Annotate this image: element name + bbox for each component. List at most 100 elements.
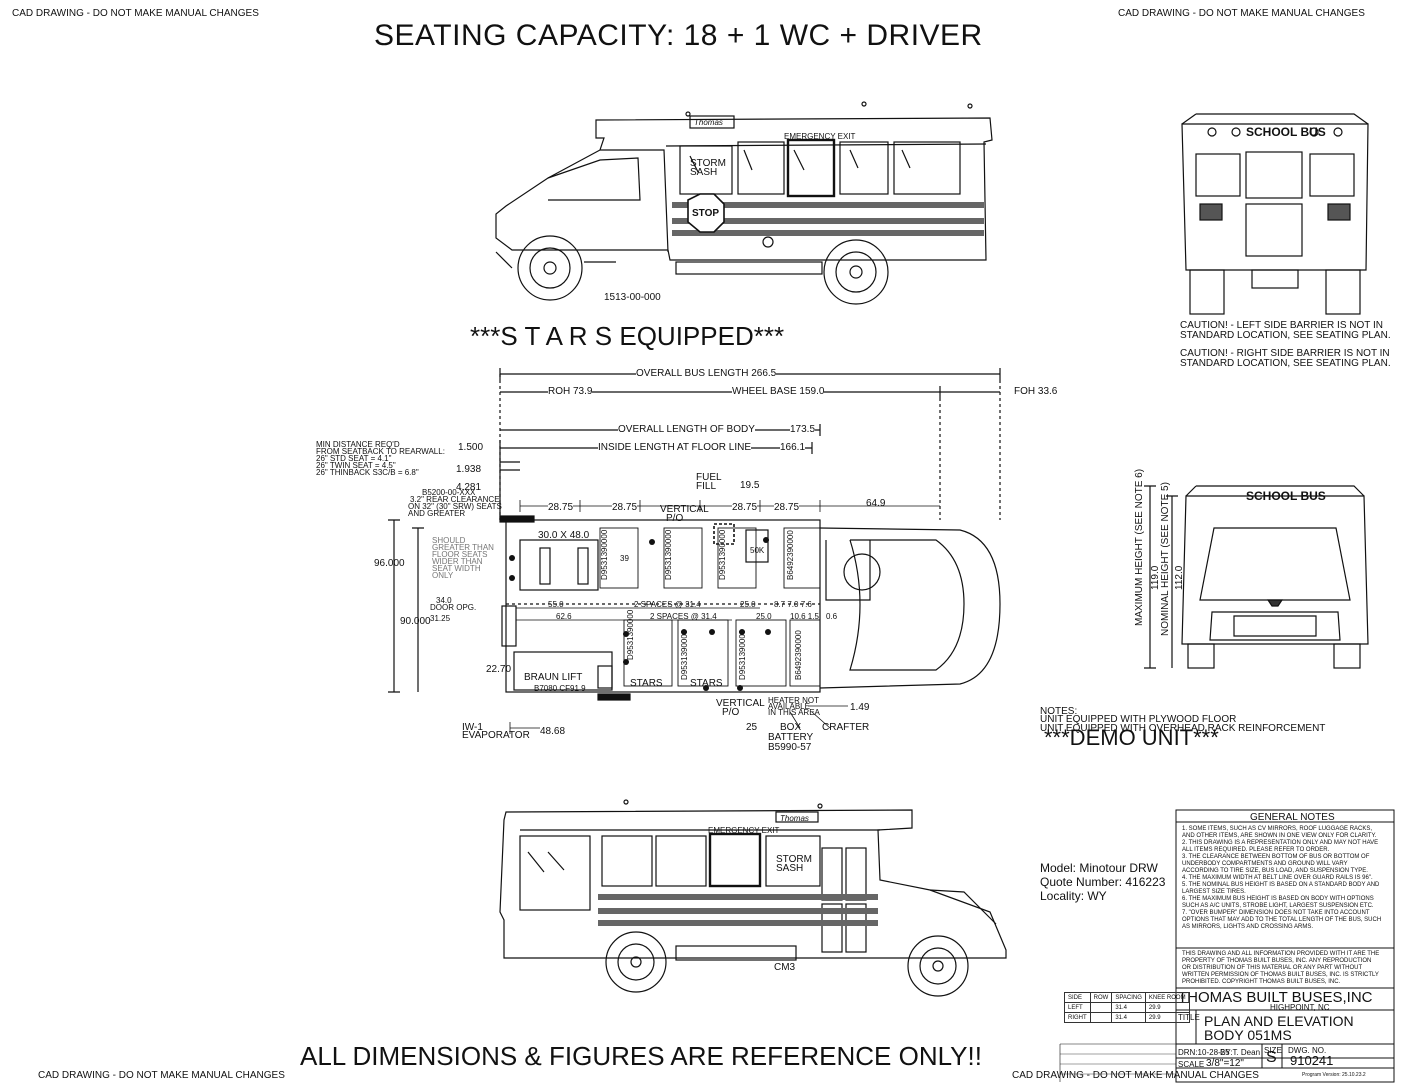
table-header: ROW [1089, 992, 1113, 1003]
should-note-3: FLOOR SEATS [432, 550, 488, 559]
program-version: Program Version: 25.10.23.2 [1302, 1072, 1366, 1078]
box-label: BOX [780, 722, 802, 733]
seat-code-1: D9531390000 [600, 529, 609, 580]
nominal-height-label: NOMINAL HEIGHT (SEE NOTE 5) [1160, 482, 1171, 636]
general-note-3: 3. THE CLEARANCE BETWEEN BOTTOM OF BUS O… [1182, 854, 1370, 874]
stars-label-b: STARS [690, 678, 723, 689]
should-note-6: ONLY [432, 571, 454, 580]
seat-code-7: D9531390000 [626, 609, 635, 660]
dim-25: 25 [746, 722, 758, 733]
seat-code-8: B6492390000 [794, 630, 803, 680]
table-header: SIDE [1064, 992, 1091, 1003]
side-view-bottom [499, 799, 1007, 997]
company-city: HIGHPOINT, NC [1270, 1003, 1330, 1012]
door-opening-label: DOOR OPG. [430, 603, 477, 612]
drawn-by: BY:T. Dean [1220, 1048, 1261, 1057]
table-header: SPACING [1111, 992, 1146, 1003]
locality: Locality: WY [1040, 889, 1107, 903]
seat-code-2: D9531390000 [664, 529, 673, 580]
vertical-po-top-2: P/O [666, 513, 684, 524]
evaporator-label: EVAPORATOR [462, 730, 530, 741]
cad-warning-bottom-left: CAD DRAWING - DO NOT MAKE MANUAL CHANGES [38, 1070, 285, 1081]
inside-length-value: 166.1 [780, 442, 806, 453]
table-cell: RIGHT [1064, 1012, 1091, 1023]
caution-right-2: STANDARD LOCATION, SEE SEATING PLAN. [1180, 358, 1391, 369]
storm-sash-label-1: STORM [690, 158, 726, 169]
min-distance-5: 26" THINBACK S3C/B = 6.8" [316, 468, 419, 477]
front-view [1144, 485, 1369, 669]
stars-equipped-banner: ***S T A R S EQUIPPED*** [470, 321, 785, 351]
front-school-bus-label: SCHOOL BUS [1246, 489, 1326, 503]
seat-code-5: D9531390000 [680, 629, 689, 680]
caution-right-1: CAUTION! - RIGHT SIDE BARRIER IS NOT IN [1180, 348, 1390, 359]
braun-lift-label: BRAUN LIFT [524, 672, 583, 683]
dim-30x48: 30.0 X 48.0 [538, 530, 590, 541]
general-note-5: 5. THE NOMINAL BUS HEIGHT IS BASED ON A … [1182, 882, 1380, 895]
storm-sash-bottom-1: STORM [776, 854, 812, 865]
table-cell [1089, 1002, 1113, 1013]
dim-250-a: 25.0 [740, 600, 756, 609]
part-number: 1513-00-000 [604, 292, 661, 303]
min-distance-4: 26" TWIN SEAT = 4.5" [316, 461, 396, 470]
seating-capacity-title: SEATING CAPACITY: 18 + 1 WC + DRIVER [374, 19, 983, 52]
seat-spacing-table: SIDE ROW SPACING KNEE ROOM LEFT 31.4 29.… [1064, 992, 1190, 1023]
table-header: KNEE ROOM [1144, 992, 1190, 1003]
table-cell: LEFT [1064, 1002, 1091, 1013]
stars-label-a: STARS [630, 678, 663, 689]
model-name: Model: Minotour DRW [1040, 861, 1158, 875]
brand-label-bottom: Thomas [780, 814, 809, 823]
battery-50k: 50K [750, 546, 765, 555]
battery-code: B5990-57 [768, 742, 812, 753]
seat-width-39: 39 [620, 554, 629, 563]
overall-body-length: OVERALL LENGTH OF BODY [618, 424, 755, 435]
title-line-2: BODY 051MS [1204, 1027, 1292, 1043]
storm-sash-bottom-2: SASH [776, 863, 804, 874]
company-name: THOMAS BUILT BUSES,INC [1178, 989, 1373, 1006]
dim-2270: 22.70 [486, 664, 512, 675]
min-distance-2: FROM SEATBACK TO REARWALL: [316, 447, 445, 456]
drawn-date: DRN:10-28-25 [1178, 1048, 1230, 1057]
cm3-label: CM3 [774, 962, 796, 973]
b5200-3: ON 32" (30" SRW) SEATS [408, 502, 502, 511]
property-notice: THIS DRAWING AND ALL INFORMATION PROVIDE… [1182, 951, 1380, 985]
dim-06: 0.6 [826, 612, 838, 621]
overall-bus-length: OVERALL BUS LENGTH 266.5 [636, 368, 777, 379]
dim-1068: 10.6 1.5 [790, 612, 819, 621]
size-value: S [1266, 1049, 1277, 1066]
cad-warning-bottom-right: CAD DRAWING - DO NOT MAKE MANUAL CHANGES [1012, 1070, 1259, 1081]
fuel-fill-2: FILL [696, 481, 717, 492]
seat-code-3: D9531390000 [718, 529, 727, 580]
heater-note-3: IN THIS AREA [768, 708, 820, 717]
dim-4868: 48.68 [540, 726, 566, 737]
max-height-label: MAXIMUM HEIGHT (SEE NOTE 6) [1134, 468, 1145, 626]
side-view-top [495, 101, 993, 305]
general-note-7: 7. "OVER BUMPER" DIMENSION DOES NOT TAKE… [1182, 910, 1382, 930]
dim-250-b: 25.0 [756, 612, 772, 621]
general-note-6: 6. THE MAXIMUM BUS HEIGHT IS BASED ON BO… [1182, 896, 1374, 909]
dim-649: 64.9 [866, 498, 886, 509]
spaces-bottom: 2 SPACES @ 31.4 [650, 612, 717, 621]
wheel-base-dimension: WHEEL BASE 159.0 [732, 386, 825, 397]
cad-warning-top-left: CAD DRAWING - DO NOT MAKE MANUAL CHANGES [12, 8, 259, 19]
iw-1-label: IW-1 [462, 722, 483, 733]
title-line-1: PLAN AND ELEVATION [1204, 1013, 1354, 1029]
dim-878: 8.7 7.0 7.6 [774, 600, 812, 609]
table-cell: 29.9 [1144, 1002, 1190, 1013]
vertical-po-bottom-2: P/O [722, 707, 740, 718]
emergency-exit-label-bottom: EMERGENCY EXIT [708, 826, 780, 835]
scale-label: SCALE [1178, 1060, 1205, 1069]
table-cell: 29.9 [1144, 1012, 1190, 1023]
emergency-exit-label: EMERGENCY EXIT [784, 132, 856, 141]
table-cell [1089, 1012, 1113, 1023]
dim-4281: 4.281 [456, 482, 482, 493]
b5200-1: B5200-00-XXX [422, 488, 476, 497]
overall-body-value: 173.5 [790, 424, 816, 435]
fuel-dimension: 19.5 [740, 480, 760, 491]
dim-1938: 1.938 [456, 464, 482, 475]
should-note-5: SEAT WIDTH [432, 564, 481, 573]
vertical-po-top-1: VERTICAL [660, 504, 709, 515]
dim-2875-a: 28.75 [548, 502, 574, 513]
min-distance-1: MIN DISTANCE REQ'D [316, 440, 400, 449]
heater-note-1: HEATER NOT [768, 696, 819, 705]
notes-line-1: UNIT EQUIPPED WITH PLYWOOD FLOOR [1040, 714, 1237, 725]
